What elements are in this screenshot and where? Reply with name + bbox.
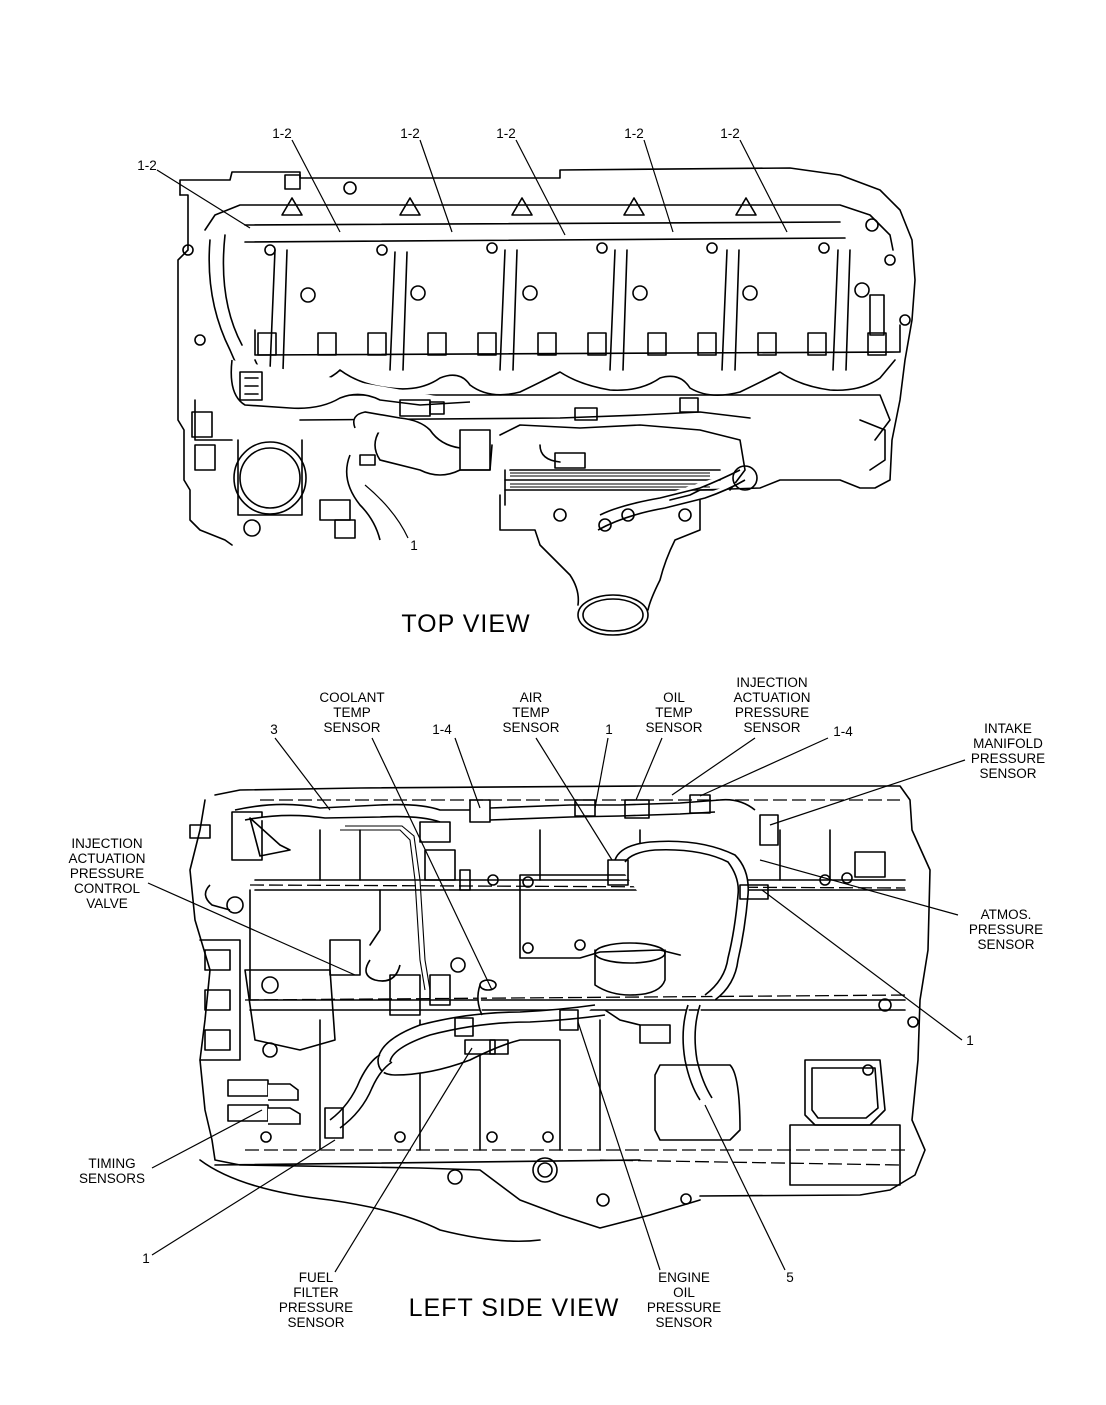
top-callout-1-2-f: 1-2 xyxy=(720,126,740,141)
top-callout-1-2-b: 1-2 xyxy=(272,126,292,141)
svg-text:INTAKE: INTAKE xyxy=(984,721,1032,736)
engine-oil-pressure-sensor-label: ENGINE OIL PRESSURE SENSOR xyxy=(647,1270,721,1330)
svg-text:COOLANT: COOLANT xyxy=(319,690,384,705)
svg-text:SENSOR: SENSOR xyxy=(979,766,1036,781)
injection-actuation-pressure-control-valve-label: INJECTION ACTUATION PRESSURE CONTROL VAL… xyxy=(69,836,146,911)
svg-text:PRESSURE: PRESSURE xyxy=(279,1300,353,1315)
callout-1-right: 1 xyxy=(966,1033,974,1048)
top-callout-1: 1 xyxy=(410,538,418,553)
svg-text:ENGINE: ENGINE xyxy=(658,1270,710,1285)
svg-text:TEMP: TEMP xyxy=(655,705,693,720)
svg-text:CONTROL: CONTROL xyxy=(74,881,140,896)
svg-text:SENSOR: SENSOR xyxy=(655,1315,712,1330)
left-side-view-leader-lines xyxy=(147,737,966,1273)
callout-5: 5 xyxy=(786,1270,794,1285)
top-callout-1-2-e: 1-2 xyxy=(624,126,644,141)
svg-text:INJECTION: INJECTION xyxy=(736,675,807,690)
svg-text:SENSOR: SENSOR xyxy=(323,720,380,735)
svg-text:TEMP: TEMP xyxy=(333,705,371,720)
left-side-view-title: LEFT SIDE VIEW xyxy=(409,1294,620,1322)
svg-text:SENSORS: SENSORS xyxy=(79,1171,145,1186)
svg-text:SENSOR: SENSOR xyxy=(645,720,702,735)
svg-text:SENSOR: SENSOR xyxy=(287,1315,344,1330)
top-view-leader-lines xyxy=(156,139,788,539)
left-side-view-engine-drawing xyxy=(189,785,931,1243)
svg-text:PRESSURE: PRESSURE xyxy=(70,866,144,881)
svg-text:VALVE: VALVE xyxy=(86,896,128,911)
svg-text:OIL: OIL xyxy=(673,1285,695,1300)
callout-1-4-left: 1-4 xyxy=(432,722,452,737)
intake-manifold-pressure-sensor-label: INTAKE MANIFOLD PRESSURE SENSOR xyxy=(971,721,1045,781)
svg-text:TEMP: TEMP xyxy=(512,705,550,720)
coolant-temp-sensor-label: COOLANT TEMP SENSOR xyxy=(319,690,384,735)
fuel-filter-pressure-sensor-label: FUEL FILTER PRESSURE SENSOR xyxy=(279,1270,353,1330)
callout-3: 3 xyxy=(270,722,278,737)
atmos-pressure-sensor-label: ATMOS. PRESSURE SENSOR xyxy=(969,907,1043,952)
top-callout-1-2-a: 1-2 xyxy=(137,158,157,173)
svg-text:ACTUATION: ACTUATION xyxy=(734,690,811,705)
svg-text:OIL: OIL xyxy=(663,690,685,705)
svg-text:SENSOR: SENSOR xyxy=(743,720,800,735)
top-view-engine-drawing xyxy=(177,167,916,636)
svg-text:MANIFOLD: MANIFOLD xyxy=(973,736,1043,751)
svg-text:SENSOR: SENSOR xyxy=(977,937,1034,952)
top-callout-1-2-d: 1-2 xyxy=(496,126,516,141)
svg-text:PRESSURE: PRESSURE xyxy=(969,922,1043,937)
callout-1-bottom-left: 1 xyxy=(142,1251,150,1266)
callout-1-4-right: 1-4 xyxy=(833,724,853,739)
timing-sensors-label: TIMING SENSORS xyxy=(79,1156,145,1186)
svg-text:FUEL: FUEL xyxy=(299,1270,334,1285)
air-temp-sensor-label: AIR TEMP SENSOR xyxy=(502,690,559,735)
svg-text:SENSOR: SENSOR xyxy=(502,720,559,735)
oil-temp-sensor-label: OIL TEMP SENSOR xyxy=(645,690,702,735)
svg-text:PRESSURE: PRESSURE xyxy=(971,751,1045,766)
injection-actuation-pressure-sensor-label: INJECTION ACTUATION PRESSURE SENSOR xyxy=(734,675,811,735)
svg-text:INJECTION: INJECTION xyxy=(71,836,142,851)
callout-1-top: 1 xyxy=(605,722,613,737)
svg-text:TIMING: TIMING xyxy=(88,1156,135,1171)
top-callout-1-2-c: 1-2 xyxy=(400,126,420,141)
svg-text:ATMOS.: ATMOS. xyxy=(981,907,1032,922)
svg-text:ACTUATION: ACTUATION xyxy=(69,851,146,866)
svg-text:PRESSURE: PRESSURE xyxy=(647,1300,721,1315)
svg-text:FILTER: FILTER xyxy=(293,1285,339,1300)
svg-text:AIR: AIR xyxy=(520,690,543,705)
top-view-title: TOP VIEW xyxy=(401,610,530,638)
svg-text:PRESSURE: PRESSURE xyxy=(735,705,809,720)
